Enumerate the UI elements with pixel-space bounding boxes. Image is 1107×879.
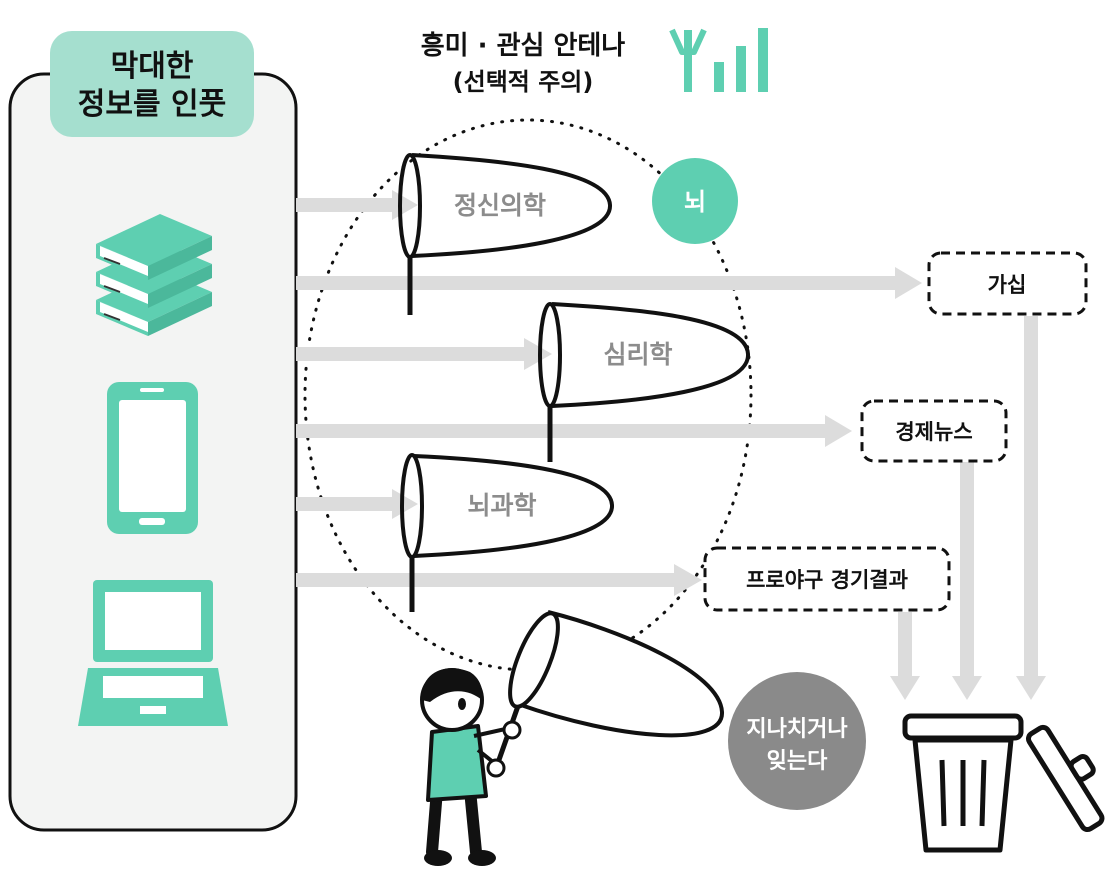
brain-badge: 뇌: [652, 158, 738, 244]
missed-economy-label: 경제뉴스: [895, 420, 972, 444]
person-with-net-icon: [420, 610, 725, 866]
brain-badge-label: 뇌: [684, 188, 706, 216]
net-neuroscience: 뇌과학: [400, 453, 615, 612]
outcome-line1: 지나치거나: [746, 717, 847, 742]
input-title-badge: 막대한 정보를 인풋: [50, 31, 254, 137]
trash-can-icon: [902, 713, 1105, 853]
missed-economy-box: 경제뉴스: [860, 399, 1008, 463]
books-icon: [96, 214, 212, 336]
arrows: [296, 198, 1038, 680]
antenna-title: 흥미 · 관심 안테나 (선택적 주의): [421, 31, 626, 96]
outcome-badge: 지나치거나 잊는다: [728, 672, 866, 810]
missed-baseball-box: 프로야구 경기결과: [703, 546, 951, 612]
missed-gossip-label: 가십: [988, 273, 1027, 297]
smartphone-icon: [107, 382, 198, 534]
input-title-line1: 막대한: [111, 49, 194, 84]
input-title-line2: 정보를 인풋: [78, 87, 226, 122]
missed-gossip-box: 가십: [927, 251, 1088, 316]
net-psychiatry: 정신의학: [398, 153, 613, 315]
net-psychology-label: 심리학: [603, 340, 672, 369]
laptop-icon: [78, 580, 228, 726]
signal-antenna-icon: [669, 28, 768, 92]
net-psychiatry-label: 정신의학: [454, 191, 546, 220]
missed-baseball-label: 프로야구 경기결과: [746, 568, 908, 592]
antenna-title-line2: (선택적 주의): [453, 68, 594, 96]
outcome-line2: 잊는다: [767, 749, 828, 774]
antenna-title-line1: 흥미 · 관심 안테나: [421, 31, 626, 61]
net-psychology: 심리학: [538, 302, 751, 462]
net-neuroscience-label: 뇌과학: [467, 491, 536, 520]
